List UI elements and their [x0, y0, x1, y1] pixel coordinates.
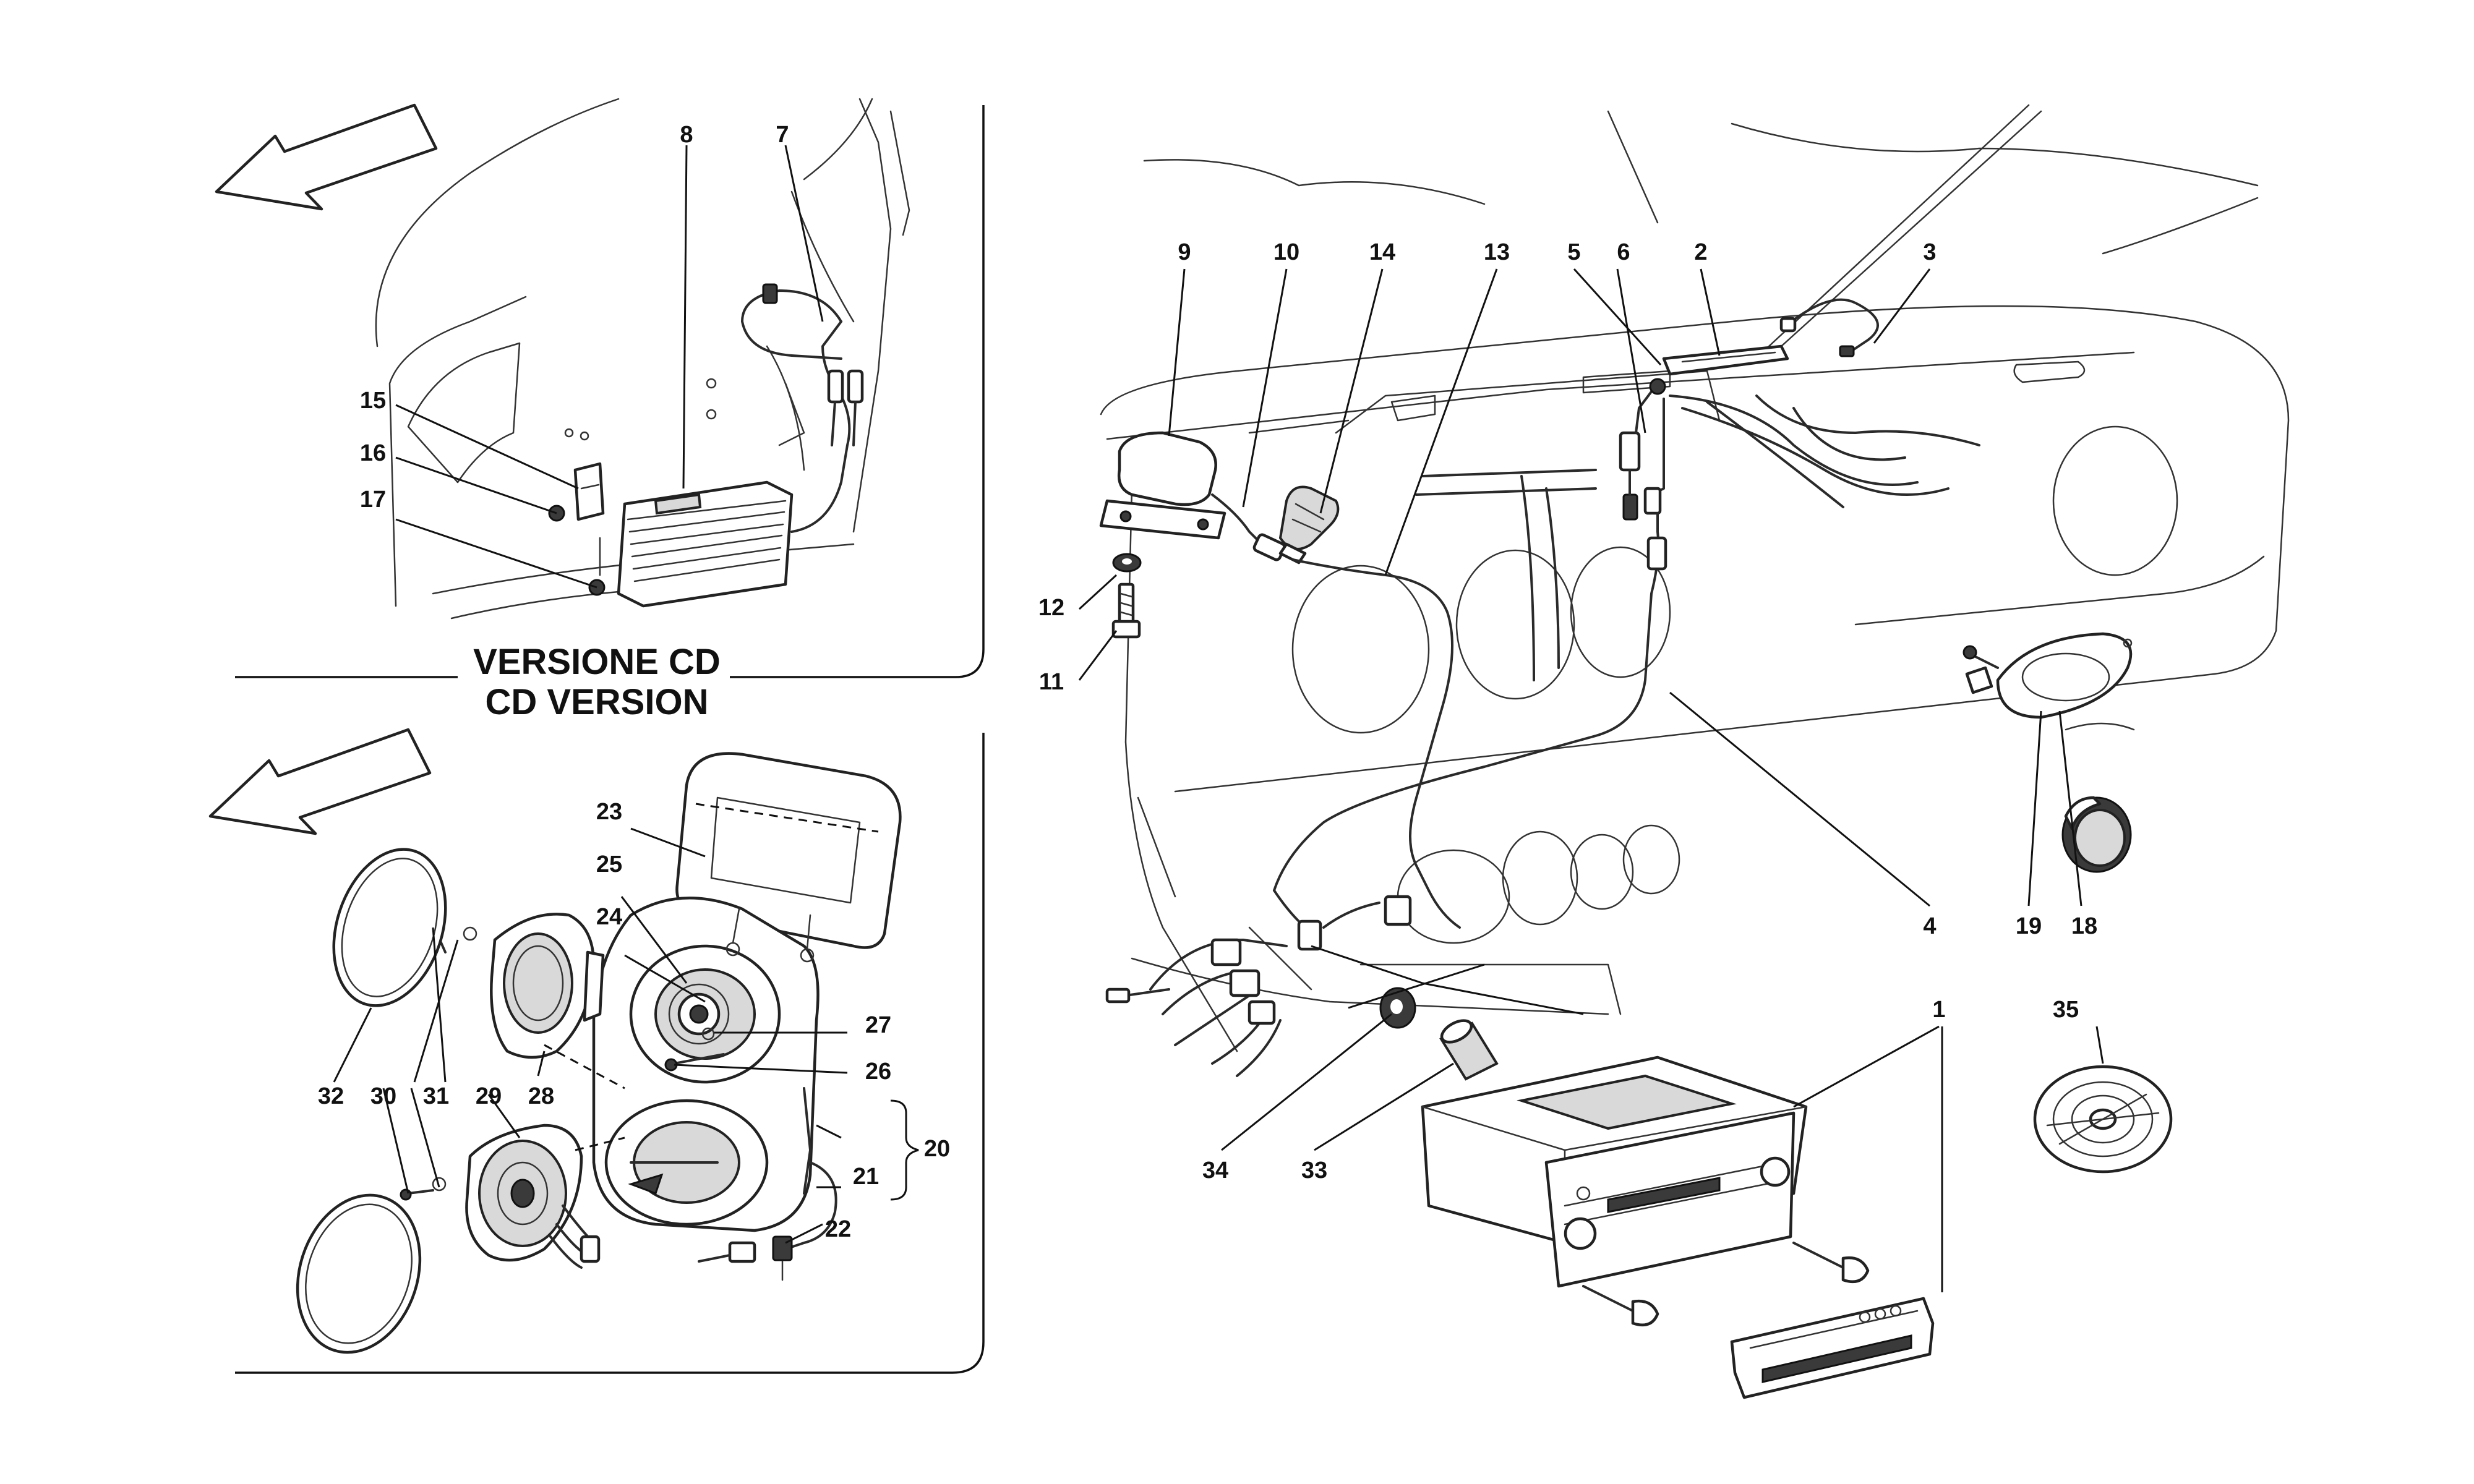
part-4-radio-cable	[1273, 512, 1667, 923]
part-15-mounting-bracket	[573, 431, 605, 521]
callout-12: 12	[1038, 595, 1064, 621]
callout-10: 10	[1273, 239, 1299, 265]
part-19-tweeter-bracket	[1963, 632, 2133, 719]
callout-labels: 8 7 15 16 17 23 25 24 27 26 20 21 22 32 …	[318, 122, 2097, 1242]
part-31-washer	[432, 926, 477, 1192]
callout-30: 30	[370, 1083, 396, 1109]
callout-23: 23	[596, 799, 622, 825]
direction-arrow-top	[215, 103, 438, 211]
dashboard-wiring-harness	[1415, 394, 1980, 681]
part-22-connector	[698, 1235, 793, 1281]
dashboard-outline	[1100, 104, 2290, 1052]
callout-28: 28	[528, 1083, 554, 1109]
heading-line-2: CD VERSION	[486, 682, 709, 722]
section-heading: VERSIONE CD CD VERSION	[473, 642, 721, 722]
part-28-midrange-speaker	[490, 913, 605, 1059]
part-32-speaker-grille-lower	[296, 1193, 422, 1354]
part-1-radio-faceplate	[1730, 1297, 1935, 1399]
part-12-washer	[1112, 553, 1142, 573]
callout-13: 13	[1484, 239, 1510, 265]
part-17-nut	[588, 537, 606, 596]
part-25-tweeter-ring	[668, 983, 730, 1045]
callout-18: 18	[2071, 913, 2097, 939]
part-9-antenna-module	[1099, 431, 1226, 540]
callout-3: 3	[1923, 239, 1936, 265]
part-18-tweeter-speaker	[2061, 796, 2132, 873]
part-7-cd-cable	[741, 283, 864, 533]
callout-33: 33	[1301, 1158, 1327, 1183]
callout-29: 29	[476, 1083, 502, 1109]
callout-34: 34	[1202, 1158, 1228, 1183]
callout-15: 15	[360, 388, 386, 414]
callout-7: 7	[776, 122, 789, 148]
part-8-cd-changer-unit	[617, 480, 794, 608]
part-20-speaker-housing	[592, 896, 820, 1232]
heading-line-1: VERSIONE CD	[473, 642, 721, 682]
callout-14: 14	[1369, 239, 1395, 265]
callout-27: 27	[865, 1012, 891, 1038]
callout-11: 11	[1039, 669, 1064, 695]
callout-24: 24	[596, 904, 622, 930]
part-33-cable-sleeve	[1439, 1019, 1499, 1081]
callout-20: 20	[924, 1136, 950, 1162]
radio-harness-connectors	[1105, 895, 1412, 1077]
callout-35: 35	[2053, 997, 2079, 1023]
callout-25: 25	[596, 851, 622, 877]
brace-part-20	[890, 1099, 919, 1201]
part-23-speaker-housing-cover	[675, 752, 902, 949]
callout-32: 32	[318, 1083, 344, 1109]
part-21-speaker-cable	[784, 1161, 837, 1250]
callout-9: 9	[1178, 239, 1191, 265]
callout-26: 26	[865, 1059, 891, 1085]
callout-4: 4	[1923, 913, 1936, 939]
callout-1: 1	[1932, 997, 1945, 1023]
callout-17: 17	[360, 487, 386, 513]
part-1-removal-keys	[1582, 1242, 1870, 1327]
direction-arrow-bottom	[208, 728, 432, 835]
callout-8: 8	[680, 122, 693, 148]
alignment-dash-lines	[544, 1044, 625, 1151]
trunk-outline-cd-version	[375, 98, 910, 620]
part-2-antenna-amplifier	[1662, 344, 1789, 376]
callout-16: 16	[360, 440, 386, 466]
callout-6: 6	[1617, 239, 1630, 265]
panel-frames	[235, 105, 985, 1374]
part-29-woofer-speaker	[465, 1124, 601, 1269]
part-3-antenna-cable	[1779, 298, 1879, 357]
part-35-compact-disc	[2033, 1065, 2173, 1174]
part-11-bolt	[1111, 582, 1141, 639]
alignment-leaders-radio	[1311, 945, 1584, 1015]
callout-2: 2	[1694, 239, 1707, 265]
part-13-antenna-cable	[1291, 558, 1461, 929]
callout-5: 5	[1567, 239, 1580, 265]
callout-leader-lines	[333, 145, 2104, 1292]
callout-22: 22	[825, 1216, 851, 1242]
part-10-antenna-lead	[1211, 493, 1286, 561]
instrument-gauges	[1291, 425, 2178, 944]
part-24-tweeter	[677, 992, 721, 1036]
callout-21: 21	[853, 1164, 879, 1190]
part-14-foam-sleeve	[1278, 485, 1340, 565]
part-6-grommet	[1643, 378, 1666, 515]
part-34-grommet	[1379, 987, 1416, 1029]
part-1-radio-cd-player	[1421, 1055, 1808, 1288]
callout-31: 31	[423, 1083, 449, 1109]
part-32-speaker-grille-upper	[332, 848, 447, 1007]
callout-19: 19	[2016, 913, 2042, 939]
part-27-washer	[701, 1027, 715, 1041]
